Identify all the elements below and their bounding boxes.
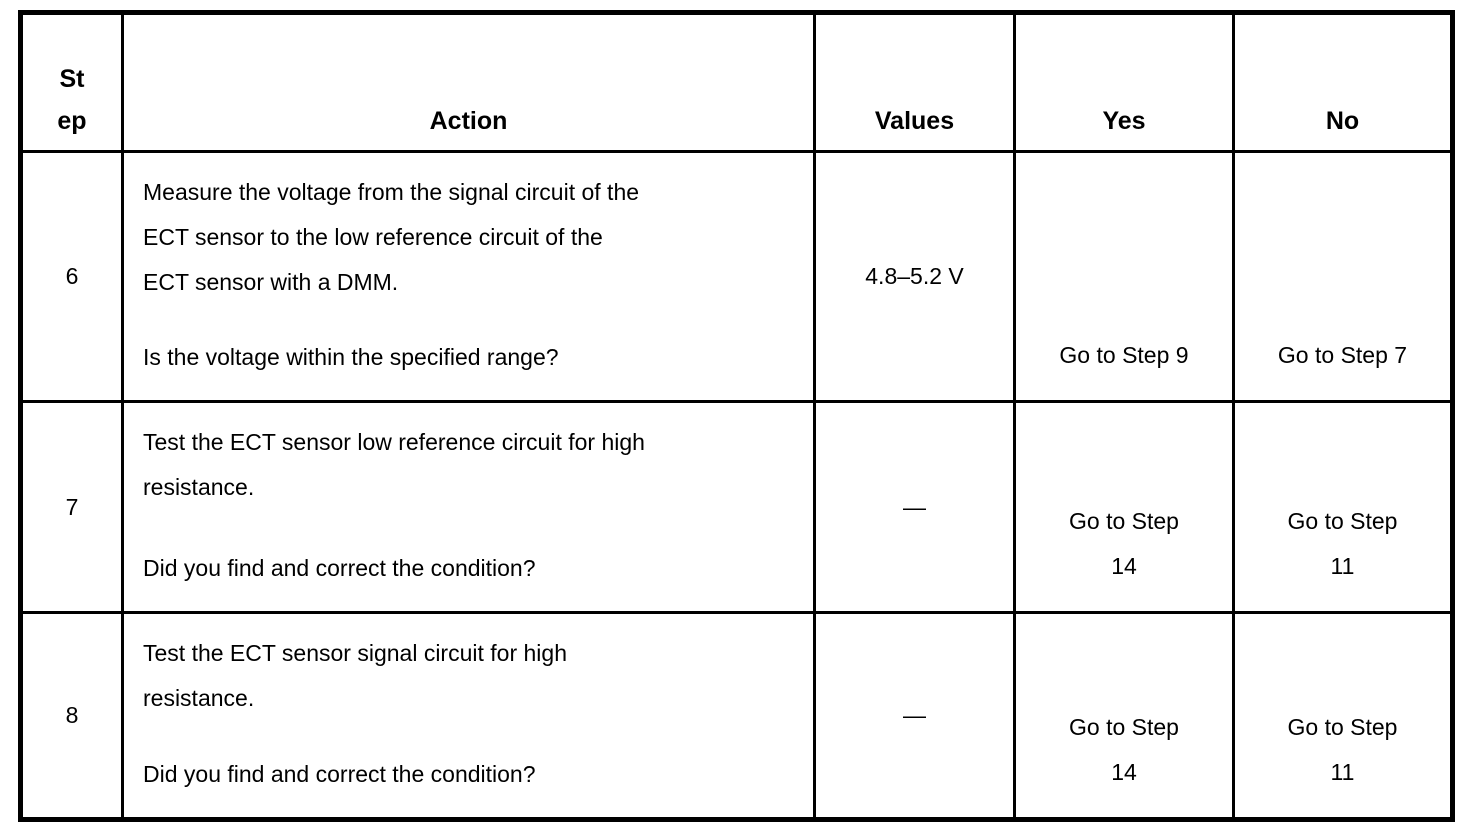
diagnostic-table: St ep Action Values Yes No 6 Measure the…	[18, 10, 1455, 822]
yes-cell: Go to Step 9	[1013, 150, 1232, 400]
header-action: Action	[121, 15, 813, 150]
step-number: 8	[23, 611, 121, 817]
action-cell: Test the ECT sensor signal circuit for h…	[121, 611, 813, 817]
values-cell: —	[813, 611, 1013, 817]
no-cell: Go to Step 11	[1232, 611, 1450, 817]
yes-cell: Go to Step 14	[1013, 611, 1232, 817]
action-text: Test the ECT sensor low reference circui…	[143, 429, 645, 500]
action-cell: Test the ECT sensor low reference circui…	[121, 400, 813, 611]
action-text: Test the ECT sensor signal circuit for h…	[143, 640, 567, 711]
header-values: Values	[813, 15, 1013, 150]
action-question: Did you find and correct the condition?	[143, 555, 536, 581]
header-step: St ep	[57, 65, 87, 135]
yes-cell: Go to Step 14	[1013, 400, 1232, 611]
header-no: No	[1232, 15, 1450, 150]
no-cell: Go to Step 7	[1232, 150, 1450, 400]
values-cell: 4.8–5.2 V	[813, 150, 1013, 400]
action-text: Measure the voltage from the signal circ…	[143, 179, 640, 295]
values-cell: —	[813, 400, 1013, 611]
action-question: Is the voltage within the specified rang…	[143, 344, 559, 370]
step-number: 6	[23, 150, 121, 400]
header-yes: Yes	[1013, 15, 1232, 150]
action-cell: Measure the voltage from the signal circ…	[121, 150, 813, 400]
no-cell: Go to Step 11	[1232, 400, 1450, 611]
step-number: 7	[23, 400, 121, 611]
action-question: Did you find and correct the condition?	[143, 761, 536, 787]
